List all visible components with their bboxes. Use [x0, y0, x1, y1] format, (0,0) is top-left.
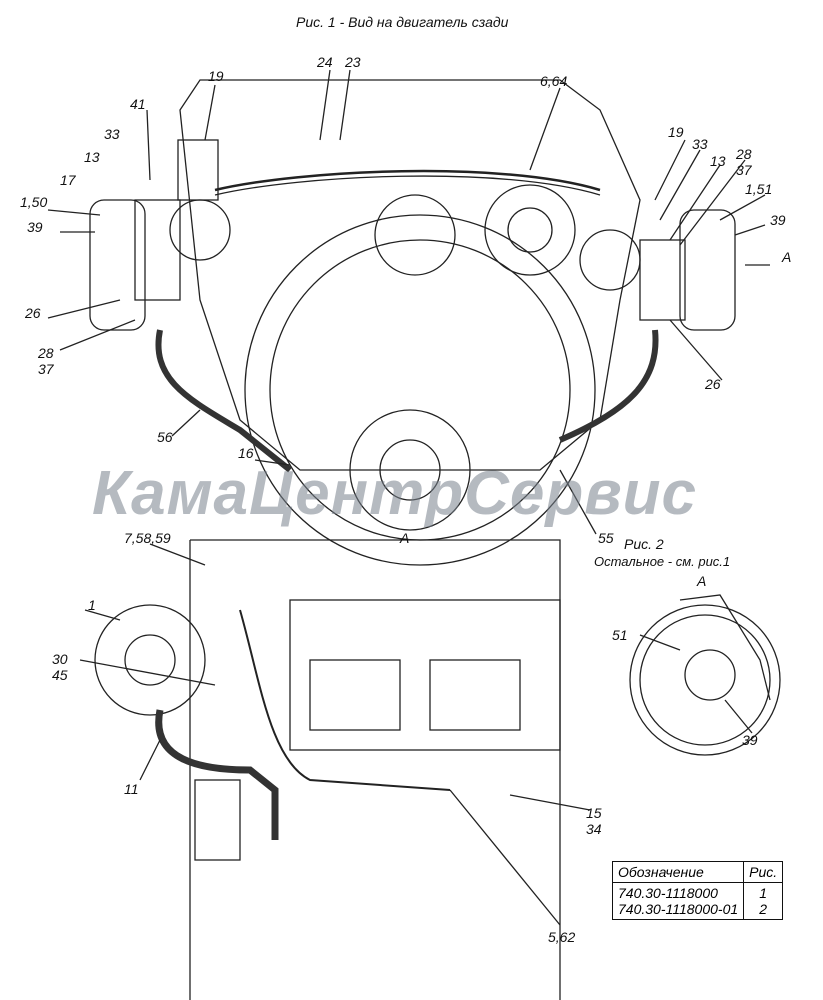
figure2-title: Рис. 2	[624, 536, 664, 552]
designation: 740.30-1118000-01	[618, 901, 739, 917]
callout-label: 45	[52, 667, 68, 683]
callout-label: 19	[208, 68, 224, 84]
view-a-title: А	[400, 530, 410, 546]
callout-label: 28	[38, 345, 54, 361]
figure2-view-label: А	[697, 573, 707, 589]
callout-label: 34	[586, 821, 602, 837]
callout-label: 6,64	[540, 73, 568, 89]
callout-label: 33	[104, 126, 120, 142]
figure2-drawing	[629, 594, 781, 756]
figure-number: 1	[759, 885, 768, 901]
watermark: КамаЦентрСервис	[92, 459, 697, 528]
view-marker-a: А	[782, 249, 792, 265]
callout-label: 13	[84, 149, 100, 165]
callout-label: 1	[88, 597, 96, 613]
callout-label: 37	[736, 162, 752, 178]
callout-label: 37	[38, 361, 54, 377]
callout-label: 13	[710, 153, 726, 169]
callout-label: 11	[124, 781, 139, 797]
callout-label: 30	[52, 651, 68, 667]
designation: 740.30-1118000	[618, 885, 718, 901]
callout-label: 33	[692, 136, 708, 152]
callout-label: 51	[612, 627, 628, 643]
callout-label: 39	[770, 212, 786, 228]
callout-label: 24	[317, 54, 333, 70]
table-header-row: Обозначение Рис.	[611, 861, 784, 883]
callout-label: 1,51	[745, 181, 773, 197]
callout-label: 19	[668, 124, 684, 140]
table-header: Обозначение	[611, 861, 745, 883]
callout-label: 15	[586, 805, 602, 821]
callout-label: 55	[598, 530, 614, 546]
callout-label: 28	[736, 146, 752, 162]
callout-label: 17	[60, 172, 76, 188]
callout-label: 7,58,59	[124, 530, 171, 546]
callout-label: 56	[157, 429, 173, 445]
figure1-title: Рис. 1 - Вид на двигатель сзади	[296, 14, 509, 30]
callout-label: 16	[238, 445, 254, 461]
engine-rear-view	[47, 69, 770, 566]
view-a-drawing	[79, 539, 591, 1000]
callout-label: 26	[705, 376, 721, 392]
table-header: Рис.	[743, 861, 784, 883]
figure-number: 2	[759, 901, 768, 917]
callout-label: 39	[27, 219, 43, 235]
callout-label: 41	[130, 96, 146, 112]
callout-label: 1,50	[20, 194, 48, 210]
callout-label: 26	[25, 305, 41, 321]
callout-label: 23	[345, 54, 361, 70]
callout-label: 5,62	[548, 929, 576, 945]
figure2-subtitle: Остальное - см. рис.1	[594, 554, 731, 569]
callout-label: 39	[742, 732, 758, 748]
